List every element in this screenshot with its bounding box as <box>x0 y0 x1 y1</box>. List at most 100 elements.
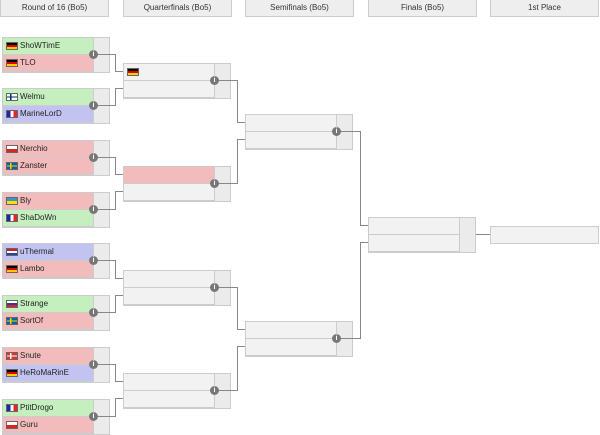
match[interactable] <box>123 373 231 409</box>
player-row[interactable]: Nerchio <box>3 141 93 158</box>
flag-se-icon <box>6 317 18 325</box>
info-icon[interactable]: i <box>89 360 98 369</box>
connector-line <box>115 381 123 382</box>
player-name: Strange <box>20 299 49 308</box>
player-row[interactable] <box>124 184 214 201</box>
info-icon[interactable]: i <box>332 334 341 343</box>
info-icon[interactable]: i <box>210 283 219 292</box>
final-match[interactable] <box>368 217 476 253</box>
player-row[interactable]: Snute <box>3 348 93 365</box>
player-row[interactable] <box>246 132 336 149</box>
connector-line <box>237 139 238 184</box>
player-name: Guru <box>20 420 38 429</box>
player-row[interactable] <box>124 288 214 305</box>
connector-line <box>237 139 245 140</box>
match[interactable] <box>245 114 353 150</box>
player-row[interactable]: Zanster <box>3 158 93 175</box>
connector-line <box>115 88 123 89</box>
player-row[interactable] <box>124 271 214 288</box>
player-row[interactable]: TLO <box>3 55 93 72</box>
connector-line <box>360 225 368 226</box>
player-name: Nerchio <box>20 144 48 153</box>
score-cell <box>459 218 475 252</box>
player-row[interactable]: Bly <box>3 193 93 210</box>
player-row[interactable] <box>246 322 336 339</box>
connector-line <box>115 260 116 279</box>
connector-line <box>96 312 115 313</box>
connector-line <box>237 346 238 391</box>
player-row[interactable] <box>246 115 336 132</box>
player-row[interactable]: SortOf <box>3 313 93 330</box>
round-header-2: Semifinals (Bo5) <box>245 0 354 17</box>
player-row[interactable] <box>124 64 214 81</box>
player-row[interactable]: Strange <box>3 296 93 313</box>
player-row[interactable] <box>124 374 214 391</box>
info-icon[interactable]: i <box>89 308 98 317</box>
flag-de-icon <box>6 59 18 67</box>
player-row[interactable]: ShoWTimE <box>3 38 93 55</box>
info-icon[interactable]: i <box>332 127 341 136</box>
info-icon[interactable]: i <box>89 256 98 265</box>
player-row[interactable] <box>369 218 459 235</box>
connector-line <box>96 105 115 106</box>
connector-line <box>115 295 116 313</box>
player-row[interactable] <box>369 235 459 252</box>
connector-line <box>340 338 360 339</box>
connector-line <box>115 398 116 417</box>
info-icon[interactable]: i <box>89 153 98 162</box>
player-name: Welmu <box>20 92 45 101</box>
player-row[interactable]: ShaDoWn <box>3 210 93 227</box>
player-row[interactable] <box>124 167 214 184</box>
player-row[interactable]: HeRoMaRinE <box>3 365 93 382</box>
info-icon[interactable]: i <box>210 76 219 85</box>
connector-line <box>115 71 123 72</box>
connector-line <box>115 278 123 279</box>
info-icon[interactable]: i <box>89 205 98 214</box>
player-row[interactable]: uThermal <box>3 244 93 261</box>
flag-fr-icon <box>6 110 18 118</box>
round-header-3: Finals (Bo5) <box>368 0 477 17</box>
info-icon[interactable]: i <box>210 386 219 395</box>
round-header-1: Quarterfinals (Bo5) <box>123 0 232 17</box>
info-icon[interactable]: i <box>89 50 98 59</box>
player-name: HeRoMaRinE <box>20 368 69 377</box>
connector-line <box>115 295 123 296</box>
flag-de-icon <box>127 68 139 76</box>
connector-line <box>360 242 361 339</box>
connector-line <box>218 287 237 288</box>
connector-line <box>237 122 245 123</box>
winner-slot <box>490 226 599 244</box>
player-row[interactable] <box>124 81 214 98</box>
info-icon[interactable]: i <box>89 412 98 421</box>
connector-line <box>218 183 237 184</box>
player-row[interactable]: Guru <box>3 417 93 434</box>
flag-de-icon <box>6 42 18 50</box>
connector-line <box>237 329 245 330</box>
info-icon[interactable]: i <box>89 101 98 110</box>
player-name: ShaDoWn <box>20 213 57 222</box>
connector-line <box>96 260 115 261</box>
flag-nl-icon <box>6 248 18 256</box>
player-row[interactable]: Welmu <box>3 89 93 106</box>
connector-line <box>237 287 238 330</box>
connector-line <box>96 416 115 417</box>
info-icon[interactable]: i <box>210 179 219 188</box>
connector-line <box>476 234 490 235</box>
connector-line <box>115 174 123 175</box>
player-row[interactable]: PtitDrogo <box>3 400 93 417</box>
flag-pl-icon <box>6 421 18 429</box>
match[interactable] <box>245 321 353 357</box>
player-row[interactable] <box>124 391 214 408</box>
player-row[interactable]: Lambo <box>3 261 93 278</box>
connector-line <box>237 80 238 123</box>
player-row[interactable] <box>246 339 336 356</box>
connector-line <box>96 157 115 158</box>
connector-line <box>115 191 116 210</box>
match[interactable] <box>123 270 231 306</box>
player-row[interactable]: MarineLorD <box>3 106 93 123</box>
